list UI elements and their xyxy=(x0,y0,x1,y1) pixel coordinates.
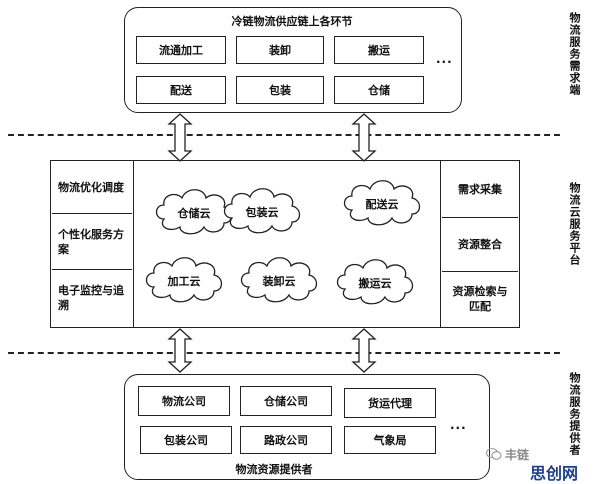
provider-forwarder: 货运代理 xyxy=(344,388,436,418)
process-storage: 仓储 xyxy=(334,76,424,104)
provider-storage: 仓储公司 xyxy=(240,386,332,416)
cloud-loading: 装卸云 xyxy=(262,275,296,288)
cloud-packaging: 包装云 xyxy=(245,206,279,219)
demand-ellipsis: ... xyxy=(436,52,453,66)
function-optimization: 物流优化调度 xyxy=(52,162,132,214)
watermark-brand: 思创网 xyxy=(530,464,579,483)
provider-packaging: 包装公司 xyxy=(140,426,232,454)
wechat-icon xyxy=(486,447,502,460)
function-monitoring: 电子监控与追溯 xyxy=(58,284,124,312)
separator-bottom xyxy=(8,352,560,354)
provider-weather: 气象局 xyxy=(344,426,436,454)
process-delivery: 配送 xyxy=(136,76,226,104)
provider-panel-title: 物流资源提供者 xyxy=(235,463,313,476)
provider-ellipsis: ... xyxy=(450,418,467,432)
double-arrow-icon xyxy=(167,328,193,373)
double-arrow-icon xyxy=(351,113,377,162)
cloud-storage: 仓储云 xyxy=(177,207,211,220)
platform-left-column xyxy=(50,160,134,328)
function-demand-collection: 需求采集 xyxy=(442,162,518,218)
platform-right-column xyxy=(440,160,520,328)
watermark-text: 丰链 xyxy=(505,448,530,462)
cloud-handling: 搬运云 xyxy=(358,277,392,290)
provider-road: 路政公司 xyxy=(240,426,332,454)
provider-logistics: 物流公司 xyxy=(138,386,230,416)
provider-side-label: 物流服务提供者 xyxy=(568,372,581,456)
process-loading: 装卸 xyxy=(236,36,324,64)
double-arrow-icon xyxy=(351,328,377,373)
platform-frame xyxy=(50,160,520,328)
process-processing: 流通加工 xyxy=(136,36,226,64)
separator-top xyxy=(8,134,560,136)
function-resource-integration: 资源整合 xyxy=(442,218,518,272)
cloud-delivery: 配送云 xyxy=(365,198,399,211)
function-custom-service: 个性化服务方案 xyxy=(52,214,132,270)
process-packaging: 包装 xyxy=(236,76,324,104)
cloud-processing: 加工云 xyxy=(167,275,201,288)
demand-panel-title: 冷链物流供应链上各环节 xyxy=(231,15,353,28)
double-arrow-icon xyxy=(167,113,193,162)
function-resource-matching: 资源检索与匹配 xyxy=(452,285,508,313)
platform-side-label: 物流云服务平台 xyxy=(568,182,581,266)
demand-side-label: 物流服务需求端 xyxy=(568,12,581,96)
process-handling: 搬运 xyxy=(334,36,424,64)
